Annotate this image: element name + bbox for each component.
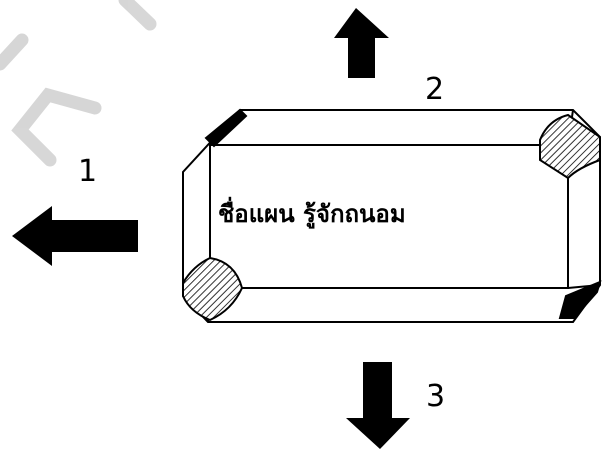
up-arrow-icon (334, 8, 389, 78)
down-arrow-icon (346, 362, 410, 449)
left-arrow-label: 1 (78, 154, 97, 189)
corner-fold-bottom-right (558, 280, 602, 319)
panel-title: ชื่อแผน รู้จักถนอม (218, 196, 406, 229)
panel-inner-rect (209, 144, 569, 289)
left-arrow-icon (12, 206, 138, 266)
folded-panel (182, 108, 602, 323)
down-arrow-label: 3 (426, 379, 445, 414)
up-arrow-label: 2 (425, 72, 444, 107)
corner-tuck-top-right (539, 113, 601, 180)
watermark (0, 0, 157, 167)
corner-fold-top-left (204, 108, 248, 148)
corner-tuck-bottom-left (182, 256, 244, 322)
